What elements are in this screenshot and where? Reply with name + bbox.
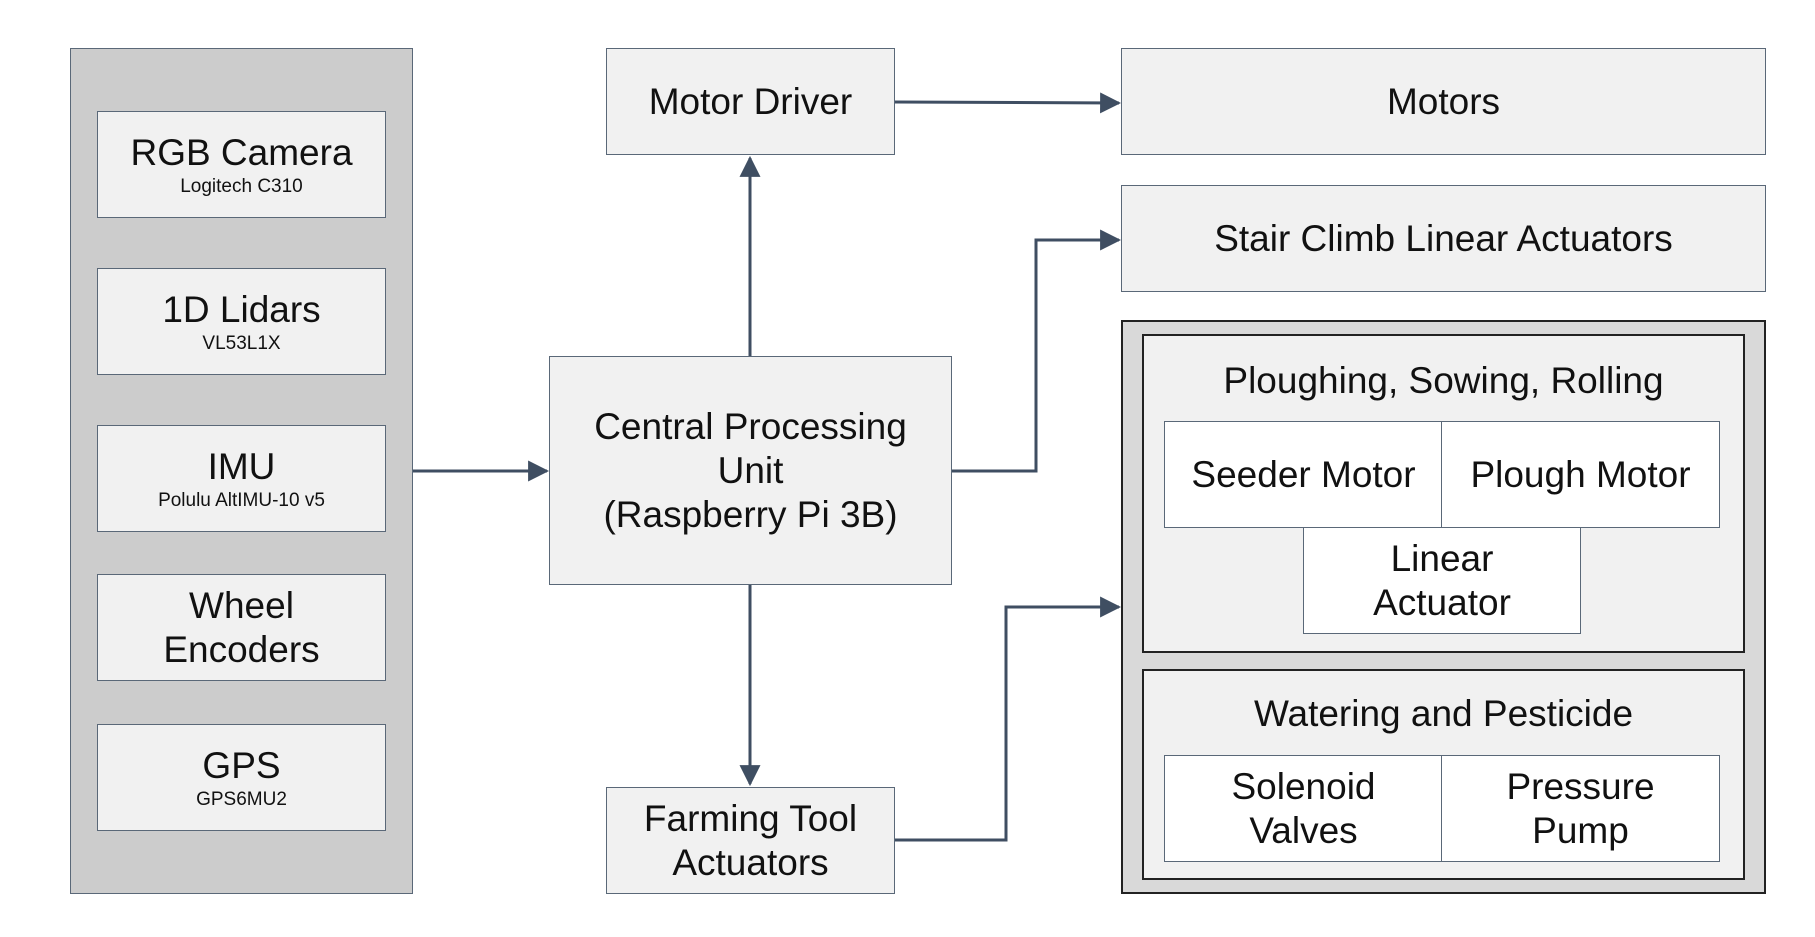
solenoid-valves-line2: Valves [1249,809,1358,851]
lidars-box: 1D Lidars VL53L1X [97,268,386,375]
cpu-label-line3: (Raspberry Pi 3B) [603,493,898,535]
farming-tool-box: Farming Tool Actuators [606,787,895,894]
lidars-model: VL53L1X [202,332,281,354]
motors-box: Motors [1121,48,1766,155]
farming-tool-line2: Actuators [672,841,829,883]
rgb-camera-model: Logitech C310 [180,175,303,197]
plough-motor-label: Plough Motor [1470,453,1691,495]
pressure-pump-line1: Pressure [1506,765,1655,807]
imu-box: IMU Polulu AltIMU-10 v5 [97,425,386,532]
stair-climb-label: Stair Climb Linear Actuators [1214,217,1673,259]
wheel-encoders-label: Wheel Encoders [163,584,320,670]
linear-actuator-box: Linear Actuator [1303,527,1581,634]
solenoid-valves-box: Solenoid Valves [1164,755,1443,862]
pressure-pump-line2: Pump [1532,809,1629,851]
linear-actuator-line2: Actuator [1373,581,1511,623]
motor-driver-label: Motor Driver [648,80,853,122]
pressure-pump-box: Pressure Pump [1441,755,1720,862]
motor-driver-box: Motor Driver [606,48,895,155]
cpu-box: Central Processing Unit (Raspberry Pi 3B… [549,356,952,585]
cpu-to-stair-climb-arrow [952,229,1122,473]
motor-driver-to-motors-arrow [894,92,1122,114]
seeder-motor-label: Seeder Motor [1191,453,1416,495]
solenoid-valves-line1: Solenoid [1231,765,1376,807]
motors-label: Motors [1386,80,1501,122]
gps-box: GPS GPS6MU2 [97,724,386,831]
seeder-motor-box: Seeder Motor [1164,421,1443,528]
rgb-camera-box: RGB Camera Logitech C310 [97,111,386,218]
imu-model: Polulu AltIMU-10 v5 [158,489,325,511]
farming-tool-line1: Farming Tool [643,797,858,839]
gps-model: GPS6MU2 [196,788,287,810]
stair-climb-box: Stair Climb Linear Actuators [1121,185,1766,292]
watering-title: Watering and Pesticide [1253,693,1634,734]
linear-actuator-line1: Linear [1390,537,1494,579]
ploughing-title: Ploughing, Sowing, Rolling [1223,360,1664,401]
imu-label: IMU [207,445,276,487]
gps-label: GPS [202,744,281,786]
cpu-label-line2: Unit [717,449,784,491]
farming-tool-to-tools-panel-arrow [895,596,1122,842]
wheel-encoders-box: Wheel Encoders [97,574,386,681]
cpu-label-line1: Central Processing [594,405,907,447]
lidars-label: 1D Lidars [162,288,321,330]
rgb-camera-label: RGB Camera [130,131,353,173]
